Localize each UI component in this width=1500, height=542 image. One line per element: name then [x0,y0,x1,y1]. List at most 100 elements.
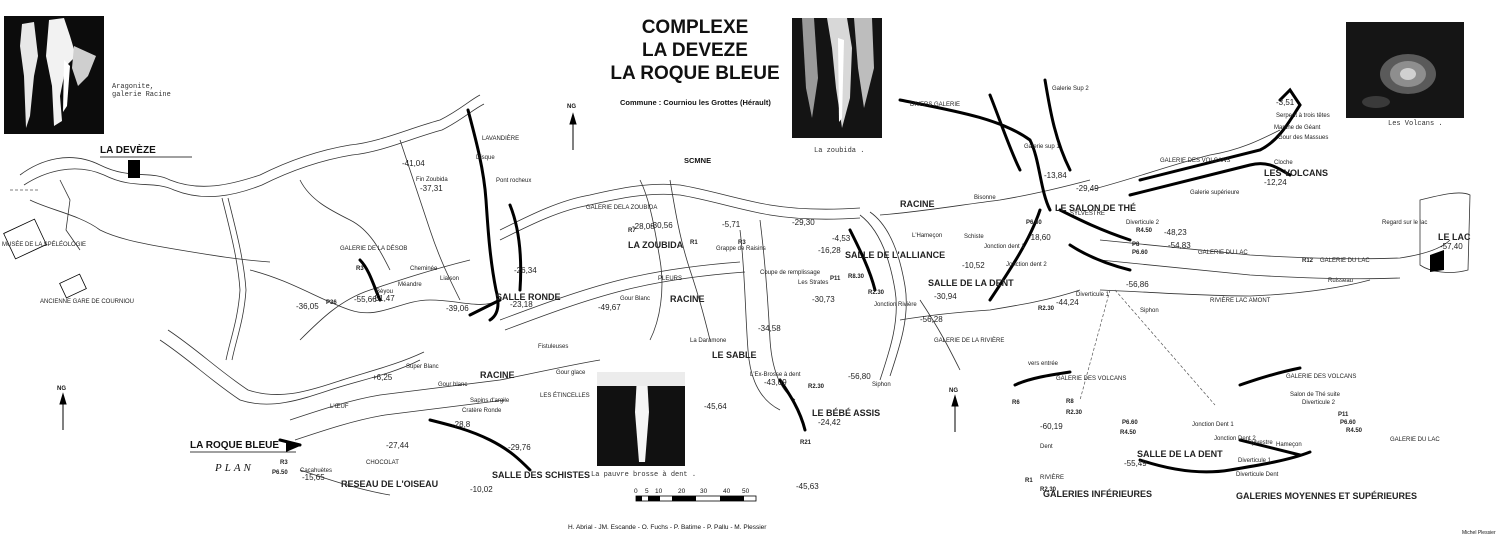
depth-label: -56,28 [920,315,943,324]
label-gour-blanc: Gour Blanc [620,296,651,302]
label-coupe: Coupe de remplissage [760,270,821,276]
north-arrows [59,112,959,432]
label-gal-volcans-3: GALERIE DES VOLCANS [1286,374,1357,380]
depth-label: -56,86 [1126,280,1149,289]
marker: R6 [1012,400,1020,406]
label-bisonne: Bisonne [974,195,996,201]
label-le-sable: LE SABLE [712,350,757,360]
label-divers: DIVERS GALERIE [910,102,961,108]
label-la-zoubida: LA ZOUBIDA [628,240,684,250]
brosse-image [597,372,685,466]
label-gal-volcans: GALERIE DES VOLCANS [1160,158,1231,164]
depth-label: -51,47 [372,294,395,303]
zoubida-image [792,18,882,138]
label-siphon: Siphon [1140,308,1159,314]
marker: R4.50 [1120,430,1137,436]
label-cheminee: Cheminée [410,266,438,272]
depth-label: -49,67 [598,303,621,312]
marker: P6.60 [1340,420,1356,426]
label-bebe-assis: LE BÉBÉ ASSIS [812,408,881,418]
label-pleurs: PLEURS [658,276,683,282]
label-etincelles: LES ÉTINCELLES [540,393,590,399]
label-jonction-riviere: Jonction Rivière [874,302,917,308]
depth-label: -29,76 [508,443,531,452]
depth-label: -48,23 [1164,228,1187,237]
depth-label: -10,02 [470,485,493,494]
depth-label: -5,71 [722,220,741,229]
depth-label: -28,8 [452,420,471,429]
deveze-entrance-icon [128,160,140,178]
roque-entrance-icon [286,440,300,452]
depth-label: -13,84 [1044,171,1067,180]
label-lavandiere: LAVANDIÈRE [482,136,520,142]
cartographer-credit: Michel Plessier [1462,530,1496,536]
label-gare: ANCIENNE GARE DE COURNIOU [40,299,135,305]
north-label-left: NG [57,386,66,392]
depth-label: -29,30 [792,218,815,227]
caption-volcans: Les Volcans . [1388,120,1443,128]
marker: R8.30 [848,274,865,280]
thin-passages [19,94,1471,496]
label-fin-zoubida: Fin Zoubida [416,177,448,183]
map-title: COMPLEXE LA DEVEZE LA ROQUE BLEUE [585,16,805,85]
label-salle-schistes: SALLE DES SCHISTES [492,470,591,480]
label-pont-rocheux: Pont rocheux [496,178,532,184]
label-diverticule-2b: Diverticule 2 [1302,400,1336,406]
photo-aragonite [4,16,104,134]
plan-label: PLAN [215,462,254,474]
label-sapins: Sapins d'argile [470,398,510,404]
north-label-top: NG [567,104,576,110]
marker: R12 [1302,258,1314,264]
marker: P8 [1132,242,1140,248]
label-sylvestre-2: Sylvestre [1248,440,1273,446]
scale-20: 20 [678,488,686,495]
label-gal-sup-1: Galerie sup 1 [1024,144,1060,150]
depth-label: -30,56 [650,221,673,230]
label-dent: Dent [1040,444,1053,450]
label-schiste: Schiste [964,234,984,240]
label-daramone: La Daramone [690,338,727,344]
label-salon-the-suite: Salon de Thé suite [1290,392,1340,398]
label-regard: Regard sur le lac [1382,220,1428,226]
label-cloche: Cloche [1274,160,1293,166]
label-gal-zoubida-2: LA ZOUBIDA [622,205,658,211]
label-galerie-du-lac: GALERIE DU LAC [1198,250,1248,256]
depth-label: -10,52 [962,261,985,270]
marker: R3 [356,266,364,272]
depth-label: -30,94 [934,292,957,301]
photo-volcans [1346,22,1464,118]
scale-30: 30 [700,488,708,495]
depth-label: -4,53 [832,234,851,243]
label-jonction-dent-1b: Jonction Dent 1 [1192,422,1234,428]
depth-label: -12,24 [1264,178,1287,187]
north-label-right: NG [949,388,958,394]
label-jonction-dent-2b: Jonction Dent 2 [1214,436,1256,442]
scale-5: 5 [645,488,649,495]
label-la-roque-bleue: LA ROQUE BLEUE [190,440,280,451]
label-racine-2: RACINE [670,294,705,304]
dashed-links [10,189,1216,406]
depth-label: -28,08 [632,222,655,231]
depth-label: -18,60 [1028,233,1051,242]
label-desob: GALERIE DE LA DÉSOB [340,246,408,252]
label-diverticule-1: Diverticule 1 [1076,292,1110,298]
commune-label: Commune : Courniou les Grottes (Hérault) [620,98,771,107]
marker: R2.30 [808,384,825,390]
label-gal-zoubida: GALERIE DE [586,205,623,211]
scale-0: 0 [634,488,638,495]
label-ruisseau: Ruisseau [1328,278,1354,284]
label-gal-superieure: Galerie supérieure [1190,190,1240,196]
label-salle-alliance: SALLE DE L'ALLIANCE [845,250,946,260]
label-beyou: Bèyou [376,289,394,295]
marker: P36 [326,300,337,306]
volcans-image [1346,22,1464,118]
aragonite-image [4,16,104,134]
depth-label: +6,25 [372,373,393,382]
depth-label: -44,24 [1056,298,1079,307]
label-super-blanc: Super Blanc [406,364,439,370]
depth-label: -23,18 [510,300,533,309]
label-riviere-lac: RIVIÈRE LAC AMONT [1210,298,1271,304]
label-serpent: Serpent à trois têtes [1276,113,1330,119]
label-diverticule-1b: Diverticule 1 [1238,458,1272,464]
